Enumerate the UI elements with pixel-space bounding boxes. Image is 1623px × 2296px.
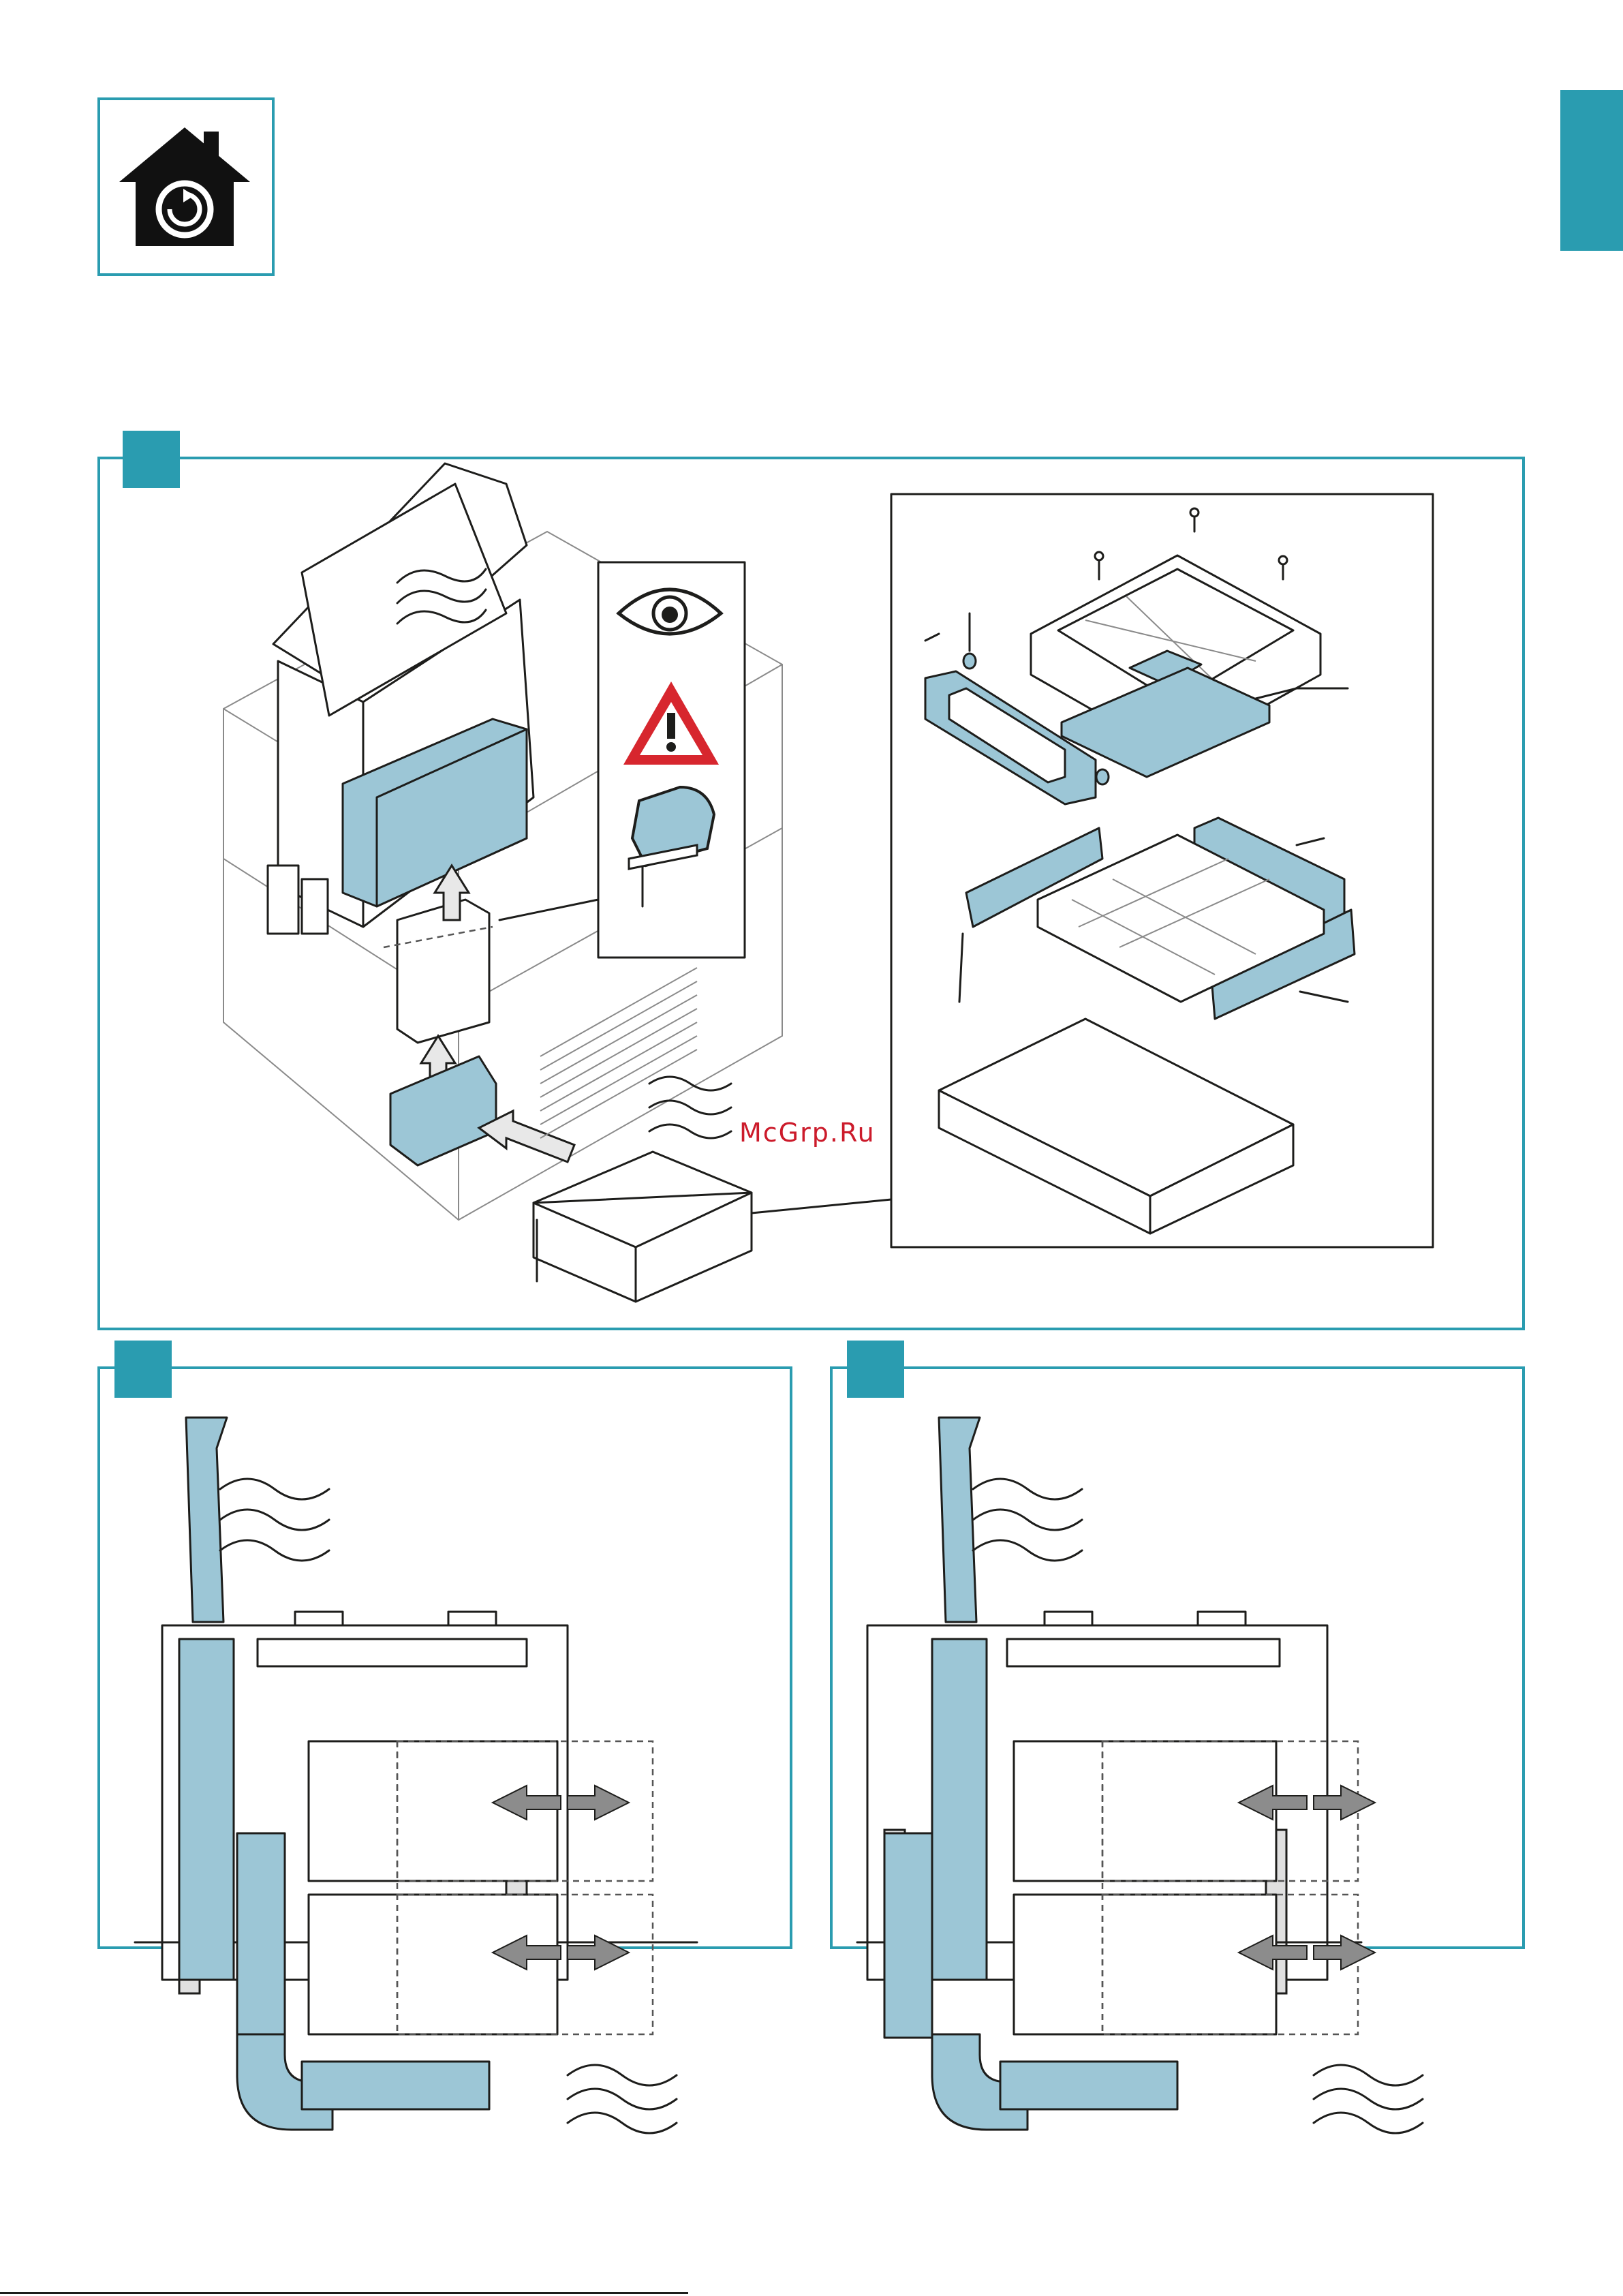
figure-1-illustration: [97, 457, 1528, 1336]
exhaust-arrows-bottom: [1314, 2065, 1423, 2133]
footer-rule: [0, 2292, 688, 2294]
header-icon-box: [97, 97, 275, 276]
exhaust-air-arrows-bottom: [649, 1077, 731, 1138]
figure-2-illustration: [97, 1366, 792, 1949]
exhaust-arrows-top: [220, 1479, 329, 1561]
exhaust-arrows-bottom: [568, 2065, 677, 2133]
plinth-grille: [540, 968, 697, 1138]
duct-elbow: [390, 1056, 496, 1165]
house-recirculation-icon: [117, 123, 253, 253]
duct-adapter: [384, 900, 493, 1043]
figure-3-illustration: [830, 1366, 1525, 1949]
section-tab: [1560, 90, 1623, 251]
filter-grille: [534, 1152, 752, 1302]
exhaust-arrows-top: [973, 1479, 1082, 1561]
watermark: McGrp.Ru: [739, 1118, 876, 1148]
